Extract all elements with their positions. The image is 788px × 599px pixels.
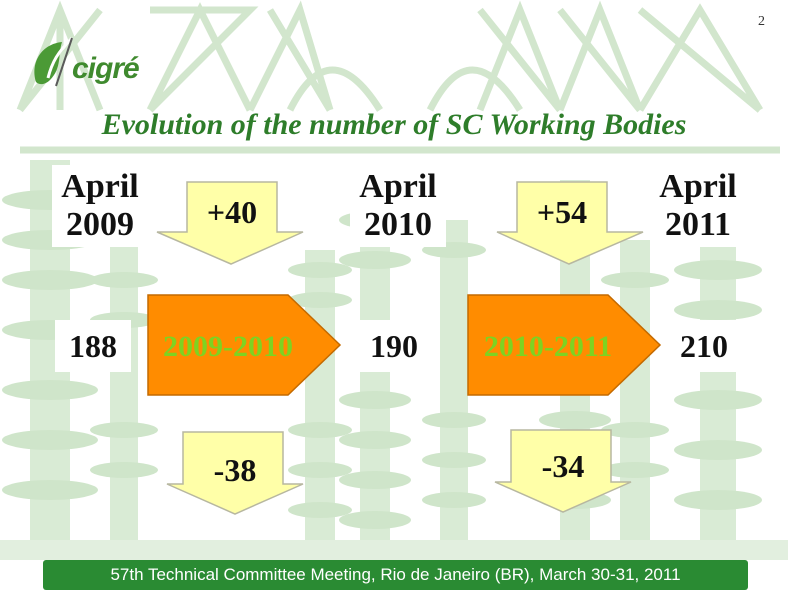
footer-text: 57th Technical Committee Meeting, Rio de…: [110, 565, 681, 584]
date-month: April: [659, 168, 737, 205]
period-arrow-icon: [147, 294, 342, 396]
slide-title: Evolution of the number of SC Working Bo…: [101, 108, 687, 141]
count-2009: 188: [55, 320, 131, 372]
date-april-2009: April 2009: [52, 165, 148, 247]
logo-wordmark: cigré: [72, 52, 140, 85]
down-arrow-icon: [156, 181, 304, 265]
count-2011: 210: [666, 320, 742, 372]
date-year: 2011: [664, 206, 732, 243]
page-number: 2: [758, 14, 765, 29]
period-arrow-icon: [467, 294, 662, 396]
down-arrow-icon: [494, 429, 632, 513]
added-count-2009-2010: +40: [206, 194, 258, 230]
down-arrow-icon: [496, 181, 644, 265]
added-count-2010-2011: +54: [536, 194, 588, 230]
footer-banner: 57th Technical Committee Meeting, Rio de…: [43, 560, 748, 590]
date-month: April: [61, 168, 139, 205]
date-year: 2010: [364, 206, 432, 243]
date-april-2011: April 2011: [650, 165, 746, 247]
down-arrow-icon: [166, 431, 304, 515]
cigre-logo-icon: [34, 36, 74, 87]
date-month: April: [359, 168, 437, 205]
date-year: 2009: [66, 206, 134, 243]
count-2010: 190: [356, 320, 432, 372]
removed-count-2009-2010: -38: [213, 452, 257, 488]
period-label-2010-2011: 2010-2011: [483, 330, 613, 363]
period-label-2009-2010: 2009-2010: [163, 330, 293, 363]
removed-count-2010-2011: -34: [541, 448, 585, 484]
date-april-2010: April 2010: [350, 165, 446, 247]
